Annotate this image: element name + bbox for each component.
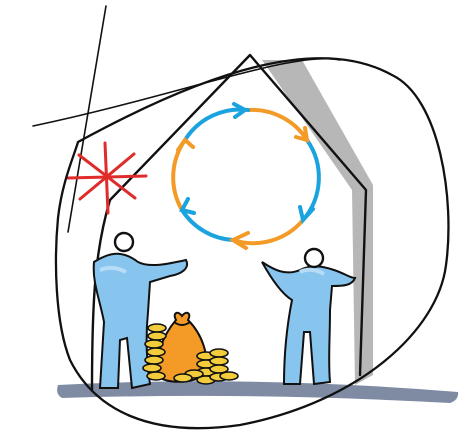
house-shadow [262,60,373,385]
diagonal-line [67,5,107,233]
cycle-icon [171,102,321,250]
coin-stack-icon [142,323,239,385]
person-icon [261,247,357,386]
sun-icon [66,141,148,215]
person-icon [92,231,188,390]
enclosing-loop [54,57,450,430]
ground-line [57,381,459,403]
money-bag-icon [156,311,208,383]
